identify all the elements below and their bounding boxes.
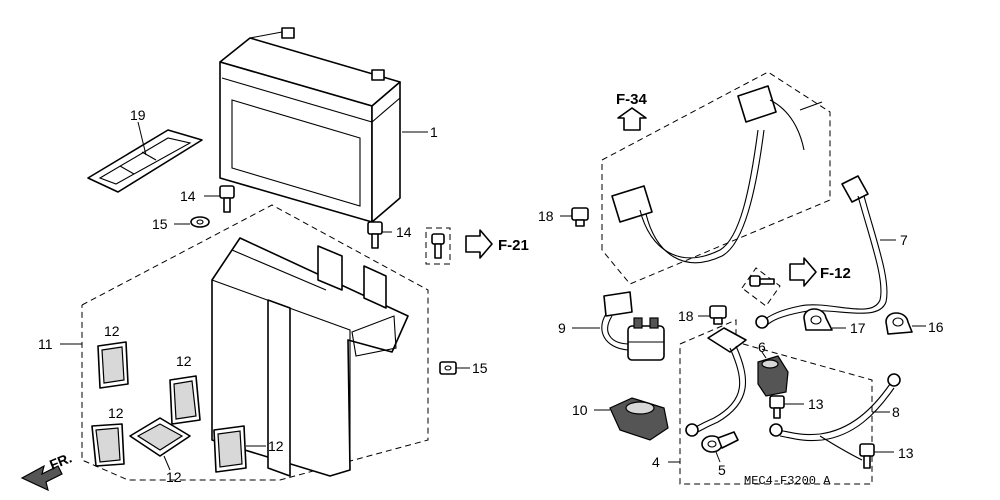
pad-12-d[interactable] [129, 417, 191, 457]
clamp-16[interactable] [885, 312, 913, 335]
arrow-f12 [789, 257, 817, 287]
callout-12-c: 12 [108, 405, 124, 421]
callout-12-d: 12 [166, 469, 182, 485]
pad-12-c[interactable] [91, 423, 125, 467]
battery-negative-cable[interactable] [769, 373, 901, 461]
callout-12-b: 12 [176, 353, 192, 369]
nut-18-upper[interactable] [571, 207, 589, 227]
clamp-17[interactable] [803, 308, 833, 331]
callout-4: 4 [652, 454, 660, 470]
bolt-14-center[interactable] [367, 221, 383, 249]
callout-18-upper: 18 [538, 208, 554, 224]
callout-14-left: 14 [180, 188, 196, 204]
ref-f12[interactable]: F-12 [820, 265, 851, 282]
callout-13-upper: 13 [808, 396, 824, 412]
front-direction-arrow [20, 464, 63, 492]
battery-box[interactable] [211, 237, 409, 477]
callout-7: 7 [900, 232, 908, 248]
arrow-f34 [617, 107, 647, 131]
ref-f21[interactable]: F-21 [498, 237, 529, 254]
direction-label: FR. [47, 449, 74, 472]
relay-cover[interactable] [609, 397, 669, 441]
callout-15-right: 15 [472, 360, 488, 376]
callout-10: 10 [572, 402, 588, 418]
bolt-13-upper[interactable] [769, 395, 785, 419]
bolt-13-lower[interactable] [859, 443, 875, 469]
callout-13-lower: 13 [898, 445, 914, 461]
starter-motor-cable[interactable] [685, 327, 747, 437]
nut-18-lower[interactable] [709, 305, 727, 325]
callout-16: 16 [928, 319, 944, 335]
pad-12-a[interactable] [97, 341, 129, 389]
nut-15-right[interactable] [439, 361, 457, 375]
callout-19: 19 [130, 107, 146, 123]
callout-18-lower: 18 [678, 308, 694, 324]
callout-11: 11 [38, 336, 53, 352]
terminal-cover[interactable] [757, 355, 789, 397]
callout-14-center: 14 [396, 224, 412, 240]
starter-cable-upper[interactable] [611, 85, 823, 264]
pad-12-e[interactable] [213, 425, 247, 473]
callout-8: 8 [892, 404, 900, 420]
battery-positive-cable[interactable] [755, 175, 888, 329]
fastener-f21[interactable] [431, 233, 445, 259]
bolt-14-left[interactable] [219, 185, 235, 213]
battery-band[interactable] [87, 129, 203, 193]
callout-12-a: 12 [104, 323, 120, 339]
nut-15-left[interactable] [190, 216, 210, 228]
arrow-f21 [465, 229, 493, 259]
fastener-f12[interactable] [749, 275, 775, 287]
pad-12-b[interactable] [169, 375, 201, 425]
callout-9: 9 [558, 320, 566, 336]
callout-6: 6 [758, 339, 766, 355]
terminal-5[interactable] [701, 431, 739, 453]
callout-5: 5 [718, 462, 726, 478]
starter-relay-switch[interactable] [601, 291, 665, 361]
callout-15-left: 15 [152, 216, 168, 232]
callout-12-e: 12 [268, 438, 284, 454]
callout-1: 1 [430, 124, 438, 140]
ref-f34[interactable]: F-34 [616, 91, 648, 108]
callout-17: 17 [850, 320, 866, 336]
battery[interactable] [219, 27, 401, 223]
diagram-code: MEC4-F3200 A [744, 474, 831, 488]
